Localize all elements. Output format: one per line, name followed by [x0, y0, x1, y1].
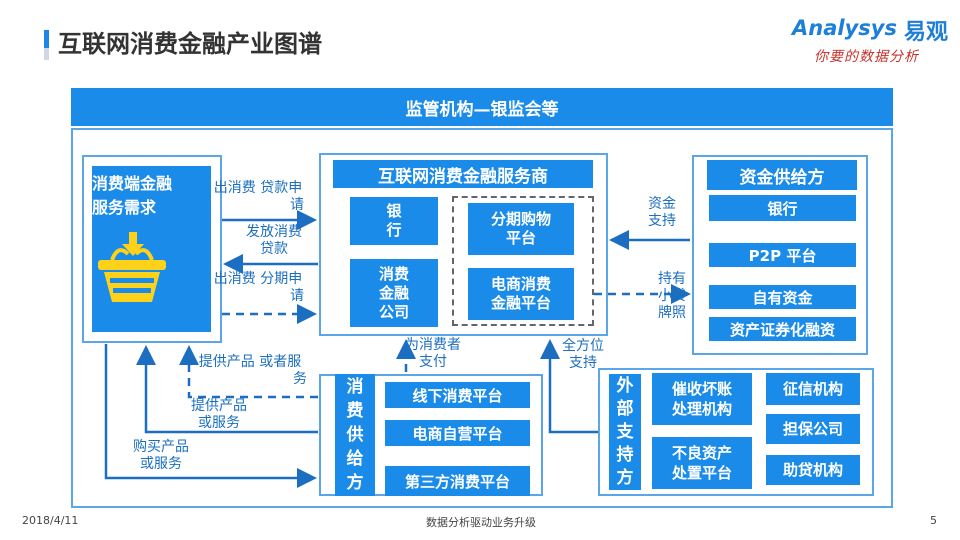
external-npa-platform: 不良资产 处置平台 — [652, 437, 752, 489]
fund-item-p2p: P2P 平台 — [709, 243, 856, 267]
external-label-char: 外 — [616, 375, 634, 396]
label-pay-for-consumer: 为消费者 支付 — [400, 337, 466, 371]
apply-loan-line2: 请 — [290, 197, 304, 213]
license-line3: 牌照 — [658, 305, 686, 321]
arrow-all-round-support — [540, 339, 598, 434]
title-accent-bar-light — [44, 48, 49, 60]
external-support-label: 外 部 支 持 方 — [609, 374, 641, 490]
supplier-label-char: 供 — [346, 425, 364, 445]
external-label-char: 持 — [616, 444, 634, 465]
label-installment-apply: 出消费 分期申 请 — [208, 271, 308, 305]
bank-line1: 银 — [386, 202, 402, 220]
supplier-label-char: 消 — [346, 377, 364, 397]
service-provider-title: 互联网消费金融服务商 — [333, 160, 593, 188]
regulator-bar: 监管机构—银监会等 — [71, 88, 893, 126]
fund-item-own-capital: 自有资金 — [709, 285, 856, 309]
logo-slogan: 你要的数据分析 — [814, 49, 919, 65]
finance-company-line1: 消费 — [378, 264, 409, 283]
arrow-provide-product — [179, 345, 318, 399]
collection-line2: 处理机构 — [671, 400, 732, 418]
external-label-char: 支 — [616, 421, 634, 442]
provide-product-line2: 务 — [293, 371, 307, 387]
label-provide-product: 提供产品 或者服 务 — [193, 354, 307, 388]
installment-line1: 分期购物 — [490, 210, 551, 228]
fund-support-line2: 支持 — [648, 213, 676, 229]
external-loan-assist-agency: 助贷机构 — [766, 455, 860, 485]
external-credit-agency: 征信机构 — [766, 373, 860, 405]
fund-item-securitization: 资产证券化融资 — [709, 317, 856, 341]
finance-company-line3: 公司 — [378, 302, 409, 321]
external-label-char: 部 — [616, 398, 634, 419]
logo-chinese: 易观 — [904, 20, 949, 45]
label-fund-support: 资金 支持 — [640, 196, 684, 230]
installment-line2: 平台 — [505, 229, 536, 247]
fund-support-line1: 资金 — [648, 196, 676, 212]
consumer-title-line1: 消费端金融 — [92, 174, 173, 193]
shopping-basket-icon — [98, 232, 166, 302]
ecommerce-line2: 金融平台 — [490, 294, 551, 312]
label-provide-product2: 提供产品 或服务 — [186, 398, 252, 432]
support-line1: 全方位 — [562, 338, 604, 354]
supplier-offline-platform: 线下消费平台 — [385, 382, 530, 408]
supplier-ecommerce-self-operated: 电商自营平台 — [385, 420, 530, 446]
ecommerce-line1: 电商消费 — [490, 275, 551, 293]
supplier-third-party-platform: 第三方消费平台 — [385, 466, 530, 496]
installment-apply-line1: 出消费 分期申 — [213, 271, 303, 287]
buy-product-line1: 购买产品 — [133, 439, 189, 455]
label-license: 持有 小贷 牌照 — [654, 271, 690, 322]
title-accent-bar — [44, 30, 49, 60]
footer-page-number: 5 — [930, 514, 937, 527]
license-line1: 持有 — [658, 271, 686, 287]
label-issue-loan: 发放消费 贷款 — [236, 224, 312, 258]
consumer-finance-company-node: 消费 金融 公司 — [350, 259, 438, 327]
issue-loan-line2: 贷款 — [260, 241, 288, 257]
arrow-provide-product2 — [136, 345, 318, 434]
consumer-title-line2: 服务需求 — [92, 198, 157, 217]
platform-dashed-group — [452, 196, 594, 326]
npa-line1: 不良资产 — [671, 444, 732, 462]
supplier-label-char: 费 — [346, 401, 364, 421]
buy-product-line2: 或服务 — [140, 456, 182, 472]
external-label-char: 方 — [616, 467, 634, 488]
installment-platform-node: 分期购物 平台 — [468, 203, 574, 255]
issue-loan-line1: 发放消费 — [246, 224, 302, 240]
page-title: 互联网消费金融产业图谱 — [58, 30, 322, 58]
provide-product2-line1: 提供产品 — [191, 398, 247, 414]
provide-product-line1: 提供产品 或者服 — [198, 354, 302, 370]
supplier-label-char: 方 — [346, 473, 364, 493]
external-guarantee-company: 担保公司 — [766, 414, 860, 444]
label-all-round-support: 全方位 支持 — [558, 338, 608, 372]
consumer-demand-panel: 消费端金融 服务需求 — [92, 166, 211, 332]
apply-loan-line1: 出消费 贷款申 — [213, 180, 303, 196]
finance-company-line2: 金融 — [378, 283, 409, 302]
support-line2: 支持 — [569, 355, 597, 371]
label-apply-loan: 出消费 贷款申 请 — [208, 180, 308, 214]
arrow-buy-product — [104, 344, 317, 488]
collection-line1: 催收坏账 — [671, 380, 732, 398]
bank-line2: 行 — [386, 221, 402, 239]
installment-apply-line2: 请 — [290, 288, 304, 304]
consumer-supplier-label: 消 费 供 给 方 — [335, 374, 375, 496]
fund-item-bank: 银行 — [709, 195, 856, 221]
footer-tagline: 数据分析驱动业务升级 — [426, 516, 536, 529]
pay-line1: 为消费者 — [405, 337, 461, 353]
license-line2: 小贷 — [658, 288, 686, 304]
npa-line2: 处置平台 — [671, 464, 732, 482]
bank-node: 银 行 — [350, 197, 438, 245]
external-collection-agency: 催收坏账 处理机构 — [652, 373, 752, 425]
ecommerce-finance-node: 电商消费 金融平台 — [468, 268, 574, 320]
fund-supplier-title: 资金供给方 — [707, 160, 857, 190]
supplier-label-char: 给 — [346, 449, 364, 469]
logo-english: Analysys — [792, 16, 897, 40]
analysys-logo: Analysys 易观 你要的数据分析 — [792, 14, 948, 70]
provide-product2-line2: 或服务 — [198, 415, 240, 431]
label-buy-product: 购买产品 或服务 — [128, 439, 194, 473]
footer-date: 2018/4/11 — [22, 514, 79, 527]
pay-line2: 支付 — [419, 354, 447, 370]
